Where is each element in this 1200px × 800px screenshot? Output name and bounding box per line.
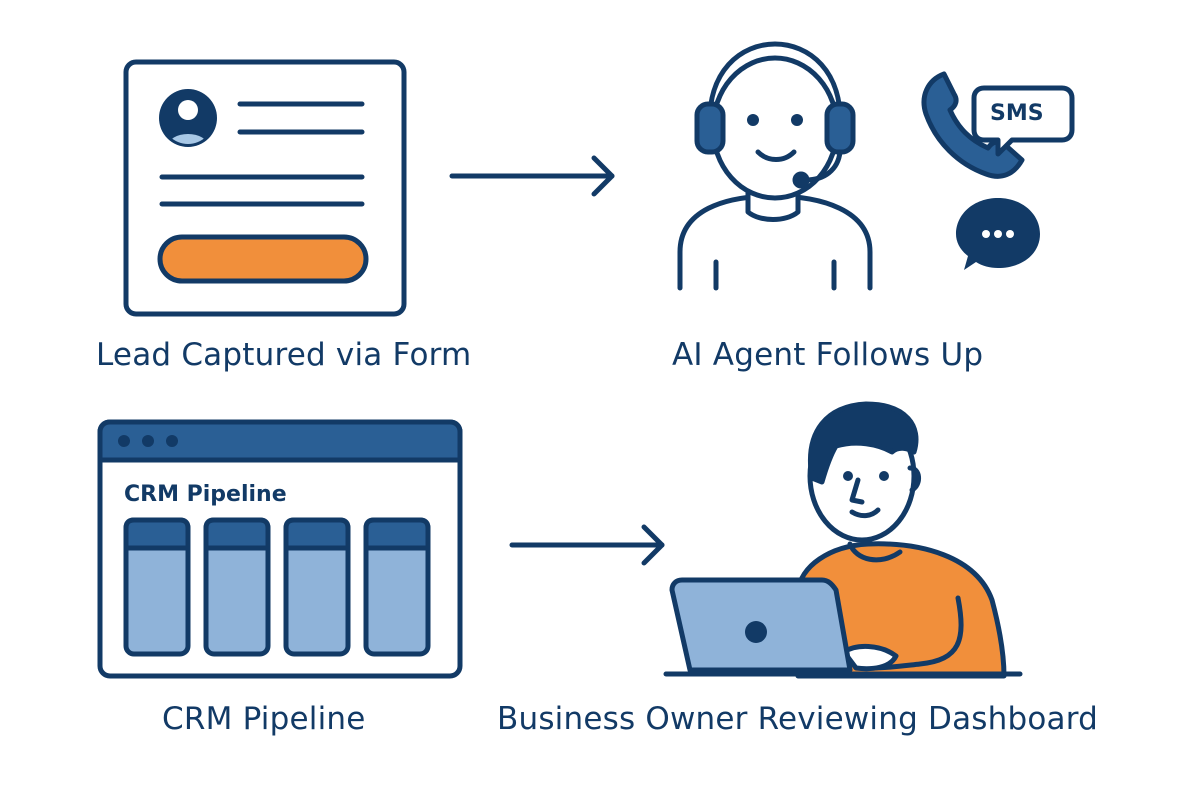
crm-window-illustration [97, 419, 463, 679]
lead-form-illustration [123, 59, 407, 317]
sms-label: SMS [990, 101, 1044, 126]
chat-bubble-icon [956, 198, 1040, 270]
form-avatar-icon [159, 89, 217, 147]
pipeline-columns [123, 517, 431, 657]
sms-bubble-icon [971, 85, 1075, 157]
laptop-logo-icon [745, 621, 767, 643]
pipeline-column [363, 517, 431, 657]
window-dot [118, 435, 130, 447]
step-caption-ai-agent: AI Agent Follows Up [672, 337, 984, 373]
arrow-right-icon [449, 155, 615, 197]
pipeline-column [203, 517, 271, 657]
ai-agent-illustration [677, 41, 873, 291]
business-owner-illustration [663, 401, 1023, 679]
step-caption-lead: Lead Captured via Form [96, 337, 472, 373]
crm-window-title: CRM Pipeline [124, 482, 287, 507]
arrow-right-icon [509, 524, 665, 566]
form-submit-button [157, 234, 369, 284]
window-dot [142, 435, 154, 447]
step-caption-owner: Business Owner Reviewing Dashboard [497, 701, 1099, 737]
window-dot [166, 435, 178, 447]
step-caption-crm: CRM Pipeline [162, 701, 366, 737]
pipeline-column [283, 517, 351, 657]
pipeline-column [123, 517, 191, 657]
